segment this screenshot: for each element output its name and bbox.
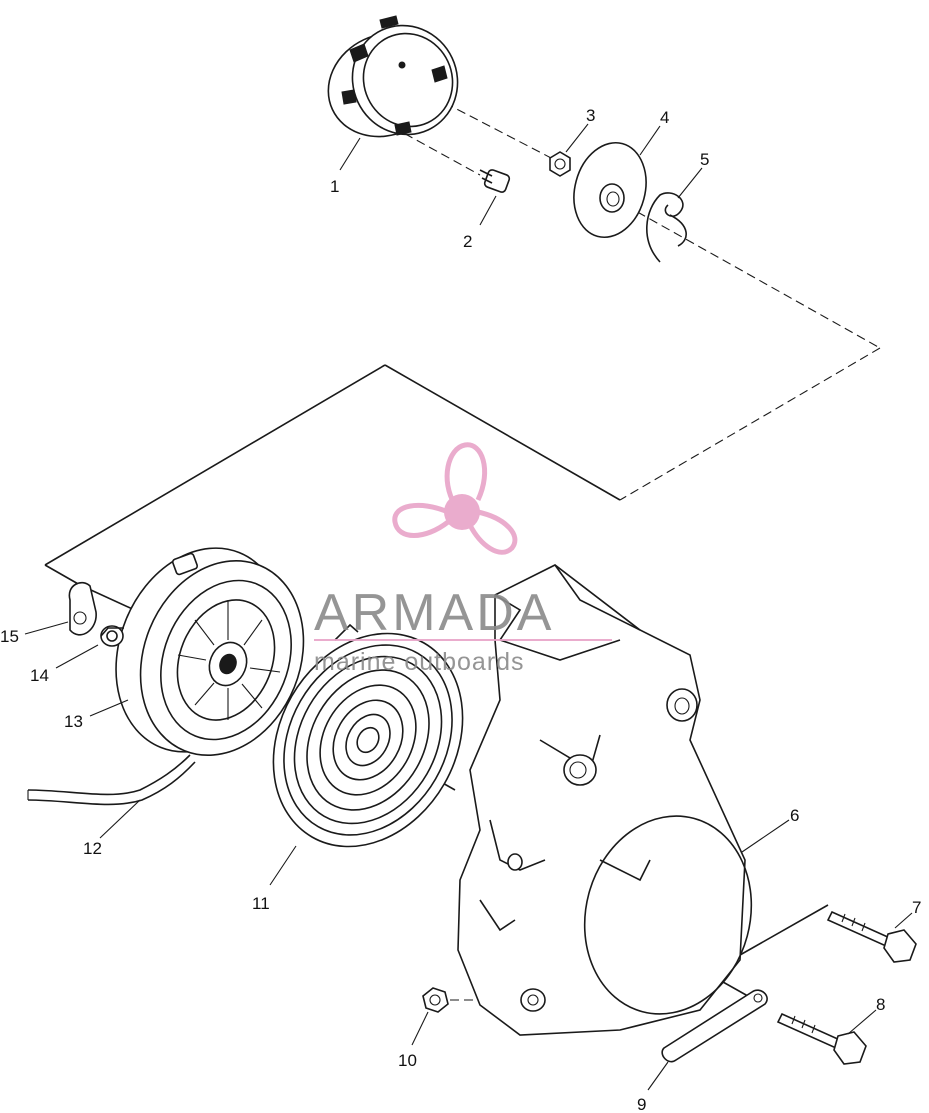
part-label-12: 12	[83, 839, 102, 858]
part-7-bolt	[826, 910, 917, 963]
part-label-10: 10	[398, 1051, 417, 1070]
part-13-rope-reel	[115, 547, 305, 757]
part-label-6: 6	[790, 806, 799, 825]
part-10-nut	[422, 987, 449, 1013]
part-label-7: 7	[912, 898, 921, 917]
assembly-lines	[44, 89, 881, 1001]
part-8-bolt	[776, 1012, 867, 1065]
part-label-13: 13	[64, 712, 83, 731]
armada-watermark: ARMADA marine outboards	[314, 442, 612, 676]
part-label-3: 3	[586, 106, 595, 125]
part-12-starter-rope	[27, 754, 196, 806]
propeller-logo-icon	[392, 442, 518, 555]
part-9-pin	[661, 989, 768, 1063]
part-4-pulley-plate	[573, 141, 647, 239]
part-label-1: 1	[330, 177, 339, 196]
part-1-starter-cup	[327, 15, 459, 138]
part-2-bolt	[479, 169, 511, 193]
part-label-8: 8	[876, 995, 885, 1014]
part-number-labels: 1 2 3 4 5 6 7 8 9 10 11 12 13 14 15	[0, 106, 921, 1113]
part-3-nut	[549, 151, 571, 177]
part-6-starter-housing	[457, 564, 753, 1036]
watermark-tagline: marine outboards	[314, 648, 525, 676]
part-label-9: 9	[637, 1095, 646, 1113]
part-15-pawl	[68, 581, 97, 636]
part-label-11: 11	[252, 894, 270, 913]
part-label-14: 14	[30, 666, 49, 685]
leader-lines	[24, 123, 913, 1091]
part-label-4: 4	[660, 108, 669, 127]
part-label-2: 2	[463, 232, 472, 251]
part-11-recoil-spring	[272, 623, 464, 848]
part-5-spring-clip	[646, 192, 687, 263]
watermark-brand: ARMADA	[314, 584, 554, 642]
part-label-5: 5	[700, 150, 709, 169]
part-label-15: 15	[0, 627, 19, 646]
part-14-bushing	[100, 625, 124, 647]
